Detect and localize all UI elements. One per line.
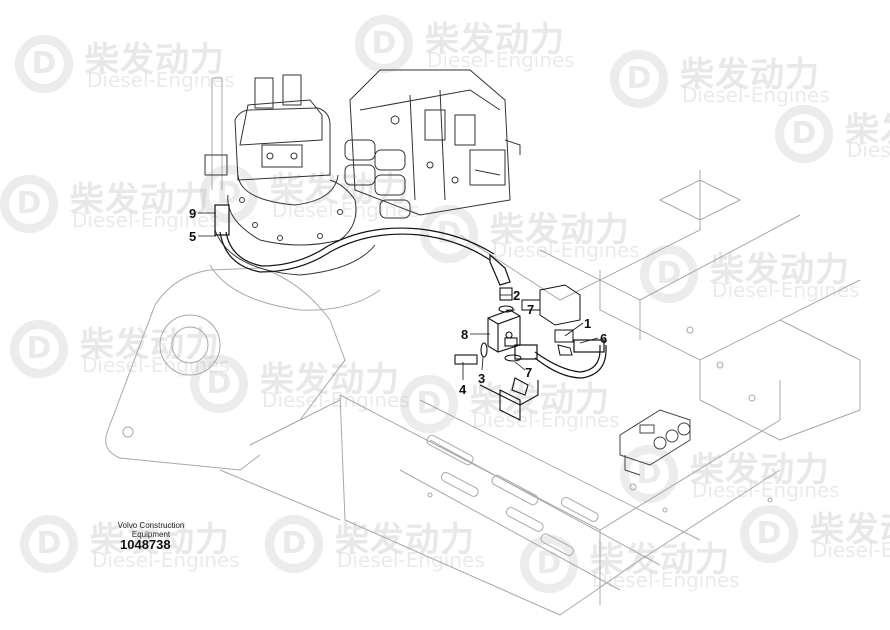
watermark-logo-icon: D xyxy=(15,35,73,93)
watermark-logo-icon: D xyxy=(0,175,58,233)
callout-5: 5 xyxy=(189,229,197,244)
watermark-brand-cn: 柴发动力 xyxy=(70,180,210,220)
watermark-brand-en: Diesel-Engines xyxy=(337,548,485,572)
watermark-logo-icon: D xyxy=(20,515,78,573)
watermark-brand-en: Diesel-Engines xyxy=(692,478,840,502)
watermark-brand-en: Diesel-Engines xyxy=(87,68,235,92)
callout-4: 4 xyxy=(459,382,467,397)
document-number: 1048738 xyxy=(120,537,171,552)
watermark-brand-cn: 柴发动力 xyxy=(680,55,820,95)
watermark-brand-en: Diesel-Engines xyxy=(682,83,830,107)
watermark-logo-icon: D xyxy=(640,245,698,303)
callout-1: 1 xyxy=(584,316,592,331)
callout-9: 9 xyxy=(189,206,197,221)
watermark-brand-en: Diesel-Engines xyxy=(492,238,640,262)
callout-6: 6 xyxy=(600,331,608,346)
watermark-logo-icon: D xyxy=(740,505,798,563)
callout-2: 2 xyxy=(513,288,521,303)
callout-8: 8 xyxy=(461,327,469,342)
watermark-brand-en: Diesel-Engines xyxy=(72,208,220,232)
watermark-brand-cn: 柴发动力 xyxy=(590,540,730,580)
control-valve-block xyxy=(344,69,521,219)
callout-7-lower: 7 xyxy=(525,365,533,380)
watermark-logo-icon: D xyxy=(190,355,248,413)
watermark-brand-cn: 柴发动力 xyxy=(845,110,890,150)
machine-frame xyxy=(105,77,861,616)
watermark-brand-en: Diesel-Engines xyxy=(812,538,890,562)
watermark-logo-icon: D xyxy=(420,205,478,263)
credit-line-2: Equipment xyxy=(131,530,171,539)
watermark-logo-icon: D xyxy=(610,50,668,108)
publisher-credit: Volvo Construction Equipment xyxy=(115,521,187,539)
watermark-brand-cn: 柴发动力 xyxy=(85,40,225,80)
hose-5 xyxy=(214,204,511,286)
watermark-brand-cn: 柴发动力 xyxy=(490,210,630,250)
watermark-logo-icon: D xyxy=(265,515,323,573)
callout-3: 3 xyxy=(478,371,486,386)
watermark-brand-cn: 柴发动力 xyxy=(80,325,220,365)
watermark-logo-icon: D xyxy=(355,15,413,73)
solenoid-valve-block xyxy=(619,409,691,476)
hose-6 xyxy=(514,339,607,379)
watermark-brand-cn: 柴发动力 xyxy=(810,510,890,550)
watermark-brand-cn: 柴发动力 xyxy=(335,520,475,560)
watermark-brand-en: Diesel-Engines xyxy=(847,138,890,162)
manifold-block xyxy=(454,287,539,421)
credit-line-1: Volvo Construction xyxy=(117,521,185,530)
watermark-brand-cn: 柴发动力 xyxy=(425,20,565,60)
watermark-brand-en: Diesel-Engines xyxy=(712,278,860,302)
watermark-brand-en: Diesel-Engines xyxy=(92,548,240,572)
watermark-brand-cn: 柴发动力 xyxy=(90,520,230,560)
watermark-logo-icon: D xyxy=(10,320,68,378)
watermark-logo-icon: D xyxy=(775,105,833,163)
watermark-brand-en: Diesel-Engines xyxy=(472,408,620,432)
callout-7: 7 xyxy=(527,302,535,317)
watermark-brand-en: Diesel-Engines xyxy=(427,48,575,72)
leader-lines xyxy=(198,212,599,380)
watermark-brand-cn: 柴发动力 xyxy=(710,250,850,290)
watermark-brand-cn: 柴发动力 xyxy=(470,380,610,420)
watermark-logo-icon: D xyxy=(400,375,458,433)
valve-assembly xyxy=(521,284,581,356)
watermark-brand-en: Diesel-Engines xyxy=(262,388,410,412)
